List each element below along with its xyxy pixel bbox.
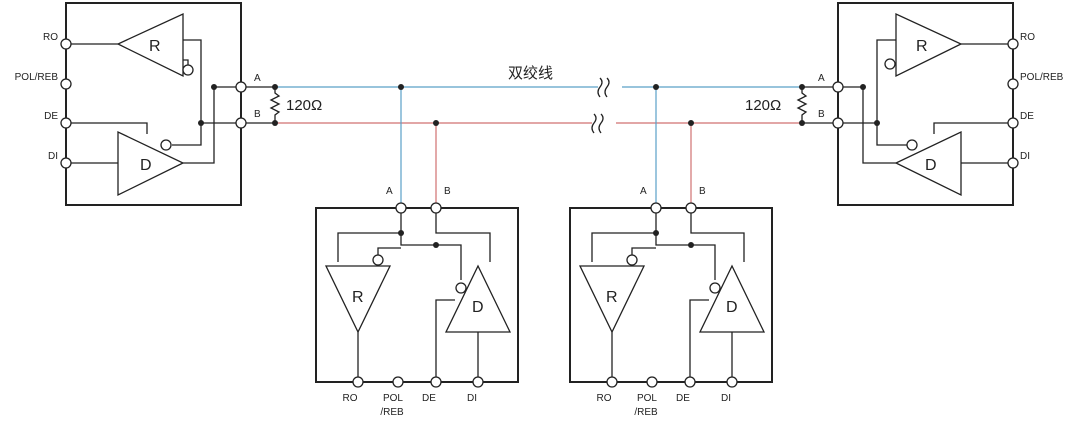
resistor-label: 120Ω [745,97,781,114]
pin-label-pol-reb: POL/REB [15,72,59,83]
pin-label-de: DE [1020,111,1034,122]
pin-di [1007,157,1019,169]
receiver-amplifier [578,265,646,334]
pin-a [650,202,662,214]
pin-di [726,376,738,388]
pin-label-ro: RO [1020,32,1035,43]
pin-b [832,117,844,129]
pin-ro [60,38,72,50]
pin-a [235,81,247,93]
enable-bubble [182,64,194,76]
pin-ro [352,376,364,388]
pin-label-di: DI [1020,151,1030,162]
receiver-amplifier [116,12,184,78]
pin-b [685,202,697,214]
right-termination: 120Ω A B [745,73,838,126]
enable-bubble [906,139,918,151]
pin-label-b: B [444,186,451,197]
pin-label-b: B [818,109,825,120]
pin-de [430,376,442,388]
enable-bubble [884,58,896,70]
pin-b [235,117,247,129]
pin-pol-reb [392,376,404,388]
pin-label-b: B [699,186,706,197]
pin-label-reb: /REB [380,407,404,418]
pin-pol-reb [646,376,658,388]
driver-amplifier [117,130,185,197]
pin-pol-reb [1007,78,1019,90]
resistor-label: 120Ω [286,97,322,114]
cable-break-mark-b [591,113,604,134]
driver-label: D [472,299,484,316]
pin-label-pol: POL [383,393,403,404]
pin-label-ro: RO [597,393,612,404]
pin-label-a: A [254,73,261,84]
pin-di [472,376,484,388]
cable-break-mark-a [597,77,610,98]
junction-dot [688,120,694,126]
pin-label-a: A [640,186,647,197]
left-transceiver: R D RO POL/REB DE DI [15,2,247,206]
pin-label-di: DI [721,393,731,404]
driver-label: D [140,157,152,174]
driver-amplifier [894,130,962,197]
pin-de [684,376,696,388]
pin-label-pol: POL [637,393,657,404]
pin-a [832,81,844,93]
right-transceiver: R D RO POL/REB DE DI [832,2,1064,206]
pin-label-de: DE [422,393,436,404]
receiver-amplifier [324,265,392,334]
enable-bubble [709,282,721,294]
receiver-label: R [916,38,928,55]
enable-bubble [626,254,638,266]
termination-resistor [269,87,281,123]
receiver-label: R [352,289,364,306]
pin-label-ro: RO [343,393,358,404]
receiver-amplifier [895,12,963,78]
pin-pol-reb [60,78,72,90]
pin-label-di: DI [48,151,58,162]
pin-ro [606,376,618,388]
pin-label-de: DE [676,393,690,404]
receiver-label: R [149,38,161,55]
receiver-label: R [606,289,618,306]
twisted-pair-bus: 双绞线 [275,64,802,204]
junction-dot [398,84,404,90]
pin-label-ro: RO [43,32,58,43]
enable-bubble [372,254,384,266]
pin-b [430,202,442,214]
driver-label: D [925,157,937,174]
left-termination: 120Ω A B [241,73,322,126]
enable-bubble [455,282,467,294]
driver-amplifier [698,264,766,333]
middle-transceiver-1: A B R D RO POL /REB DE DI [315,186,519,418]
pin-label-pol-reb: POL/REB [1020,72,1064,83]
pin-di [60,157,72,169]
middle-transceiver-2: A B R D RO POL /REB DE DI [569,186,773,418]
pin-ro [1007,38,1019,50]
pin-label-di: DI [467,393,477,404]
pin-a [395,202,407,214]
pin-de [60,117,72,129]
junction-dot [653,84,659,90]
junction-dot [433,120,439,126]
termination-resistor [796,87,808,123]
driver-amplifier [444,264,512,333]
pin-label-reb: /REB [634,407,658,418]
cable-label: 双绞线 [508,64,553,82]
pin-label-a: A [386,186,393,197]
pin-de [1007,117,1019,129]
pin-label-b: B [254,109,261,120]
driver-label: D [726,299,738,316]
enable-bubble [160,139,172,151]
pin-label-a: A [818,73,825,84]
pin-label-de: DE [44,111,58,122]
